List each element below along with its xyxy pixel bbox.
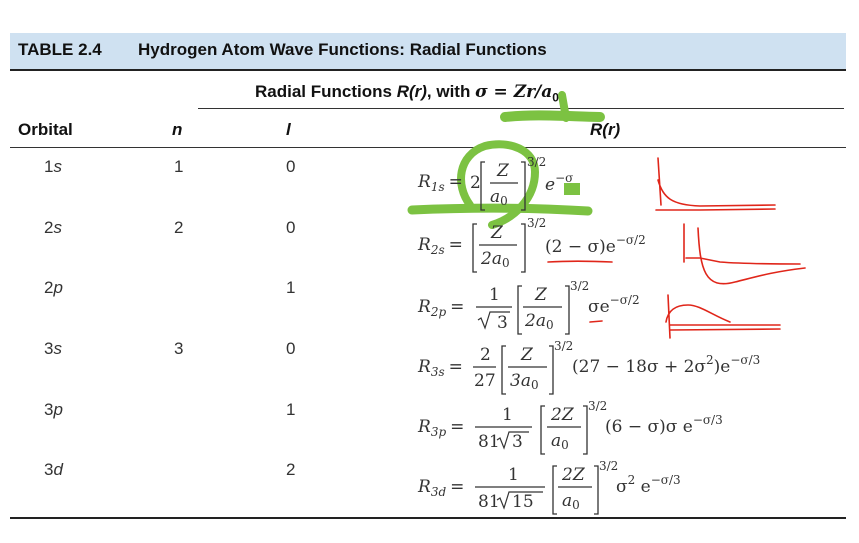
red-pen-marks [547, 157, 806, 339]
table-subtitle: Radial Functions R(r), with σ = Zr/a0 [255, 82, 559, 104]
subtitle-sub: 0 [552, 90, 559, 105]
svg-text:2: 2 [480, 345, 491, 365]
svg-text:3/2: 3/2 [570, 279, 589, 293]
bottom-rule [10, 517, 846, 519]
subtitle-mid: , with [426, 82, 476, 101]
row-1s-n: 1 [174, 157, 184, 176]
svg-text:R1s=: R1s= [417, 172, 463, 194]
equation-r3s: R3s= 2 27 Z 3a0 3/2 (27 − 18σ + 2σ2)e−σ/… [417, 339, 760, 395]
svg-text:R3s=: R3s= [417, 357, 463, 379]
svg-text:81: 81 [478, 492, 500, 512]
svg-text:3: 3 [497, 313, 508, 333]
svg-text:Z: Z [490, 223, 504, 243]
header-rule [10, 147, 846, 148]
svg-text:R3p=: R3p= [417, 417, 464, 439]
svg-text:2Z: 2Z [561, 465, 586, 485]
top-rule [10, 69, 846, 71]
svg-text:R2p=: R2p= [417, 297, 464, 319]
svg-text:3: 3 [512, 432, 523, 452]
highlight-underline-1s [407, 203, 593, 216]
subtitle-rule [198, 108, 844, 109]
row-3d-orbital: 3d [44, 460, 63, 479]
red-underline-2p [589, 320, 603, 323]
row-3s-l: 0 [286, 339, 296, 358]
row-2s-l: 0 [286, 218, 296, 237]
row-3p-l: 1 [286, 400, 296, 419]
svg-text:1: 1 [489, 285, 500, 305]
row-2s-orbital: 2s [44, 218, 62, 237]
subtitle-prefix: Radial Functions [255, 82, 397, 101]
red-sketch-2p [665, 294, 781, 339]
svg-text:a0: a0 [551, 431, 569, 452]
green-highlighter-marks [407, 91, 605, 229]
svg-text:15: 15 [512, 492, 534, 512]
svg-text:3/2: 3/2 [527, 216, 546, 230]
equation-r2s: R2s= Z 2a0 3/2 (2 − σ)e−σ/2 [417, 216, 646, 273]
subtitle-formula: σ = Zr/a [475, 82, 553, 102]
svg-text:σe−σ/2: σe−σ/2 [588, 293, 640, 317]
row-3s-n: 3 [174, 339, 184, 358]
row-2p-l: 1 [286, 278, 296, 297]
svg-text:27: 27 [474, 371, 496, 391]
svg-text:R2s=: R2s= [417, 235, 463, 257]
svg-text:2a0: 2a0 [480, 249, 510, 270]
table-title: Hydrogen Atom Wave Functions: Radial Fun… [138, 40, 547, 59]
svg-text:2: 2 [470, 173, 481, 193]
svg-text:R3d=: R3d= [417, 477, 464, 499]
svg-text:2Z: 2Z [550, 405, 575, 425]
row-2p-orbital: 2p [44, 278, 63, 297]
red-sketch-1s [655, 157, 776, 211]
equation-r3d: R3d= 1 81 15 2Z a0 3/2 σ2 e−σ/3 [417, 459, 681, 515]
row-1s-l: 0 [286, 157, 296, 176]
svg-text:e−σ: e−σ [545, 171, 573, 195]
equation-r1s: R1s= 2 Z a0 3/2 e−σ [417, 155, 573, 211]
highlight-sigma-mark [558, 91, 570, 122]
table-number: TABLE 2.4 [18, 40, 102, 59]
svg-text:81: 81 [478, 432, 500, 452]
svg-text:Z: Z [520, 345, 534, 365]
svg-text:1: 1 [508, 465, 519, 485]
svg-text:1: 1 [502, 405, 513, 425]
svg-text:σ2 e−σ/3: σ2 e−σ/3 [616, 473, 681, 497]
row-3s-orbital: 3s [44, 339, 62, 358]
equation-r3p: R3p= 1 81 3 2Z a0 3/2 (6 − σ)σ e−σ/3 [417, 399, 723, 455]
col-header-orbital: Orbital [18, 120, 73, 139]
red-sketch-2s [683, 223, 806, 285]
svg-text:(6 − σ)σ e−σ/3: (6 − σ)σ e−σ/3 [605, 413, 723, 437]
svg-text:3/2: 3/2 [588, 399, 607, 413]
col-header-n: n [172, 120, 183, 139]
equation-r2p: R2p= 1 3 Z 2a0 3/2 σe−σ/2 [417, 279, 640, 335]
highlight-underline-subtitle [500, 110, 605, 122]
svg-text:3a0: 3a0 [510, 371, 539, 392]
row-3d-l: 2 [286, 460, 296, 479]
svg-text:2a0: 2a0 [524, 311, 554, 332]
svg-text:Z: Z [534, 285, 548, 305]
svg-text:3/2: 3/2 [554, 339, 573, 353]
svg-text:a0: a0 [562, 491, 580, 512]
red-underline-2s [547, 260, 613, 263]
svg-text:3/2: 3/2 [527, 155, 546, 169]
svg-text:(2 − σ)e−σ/2: (2 − σ)e−σ/2 [545, 233, 646, 257]
row-3p-orbital: 3p [44, 400, 63, 419]
svg-text:3/2: 3/2 [599, 459, 618, 473]
table-header-bar: TABLE 2.4 Hydrogen Atom Wave Functions: … [10, 33, 846, 69]
row-2s-n: 2 [174, 218, 184, 237]
svg-text:a0: a0 [490, 187, 508, 208]
row-1s-orbital: 1s [44, 157, 62, 176]
col-header-l: l [286, 120, 291, 139]
subtitle-func: R(r) [396, 82, 427, 101]
col-header-r: R(r) [590, 120, 621, 139]
svg-text:Z: Z [496, 161, 510, 181]
highlight-box-1s [564, 183, 580, 195]
svg-text:(27 − 18σ + 2σ2)e−σ/3: (27 − 18σ + 2σ2)e−σ/3 [572, 353, 760, 377]
